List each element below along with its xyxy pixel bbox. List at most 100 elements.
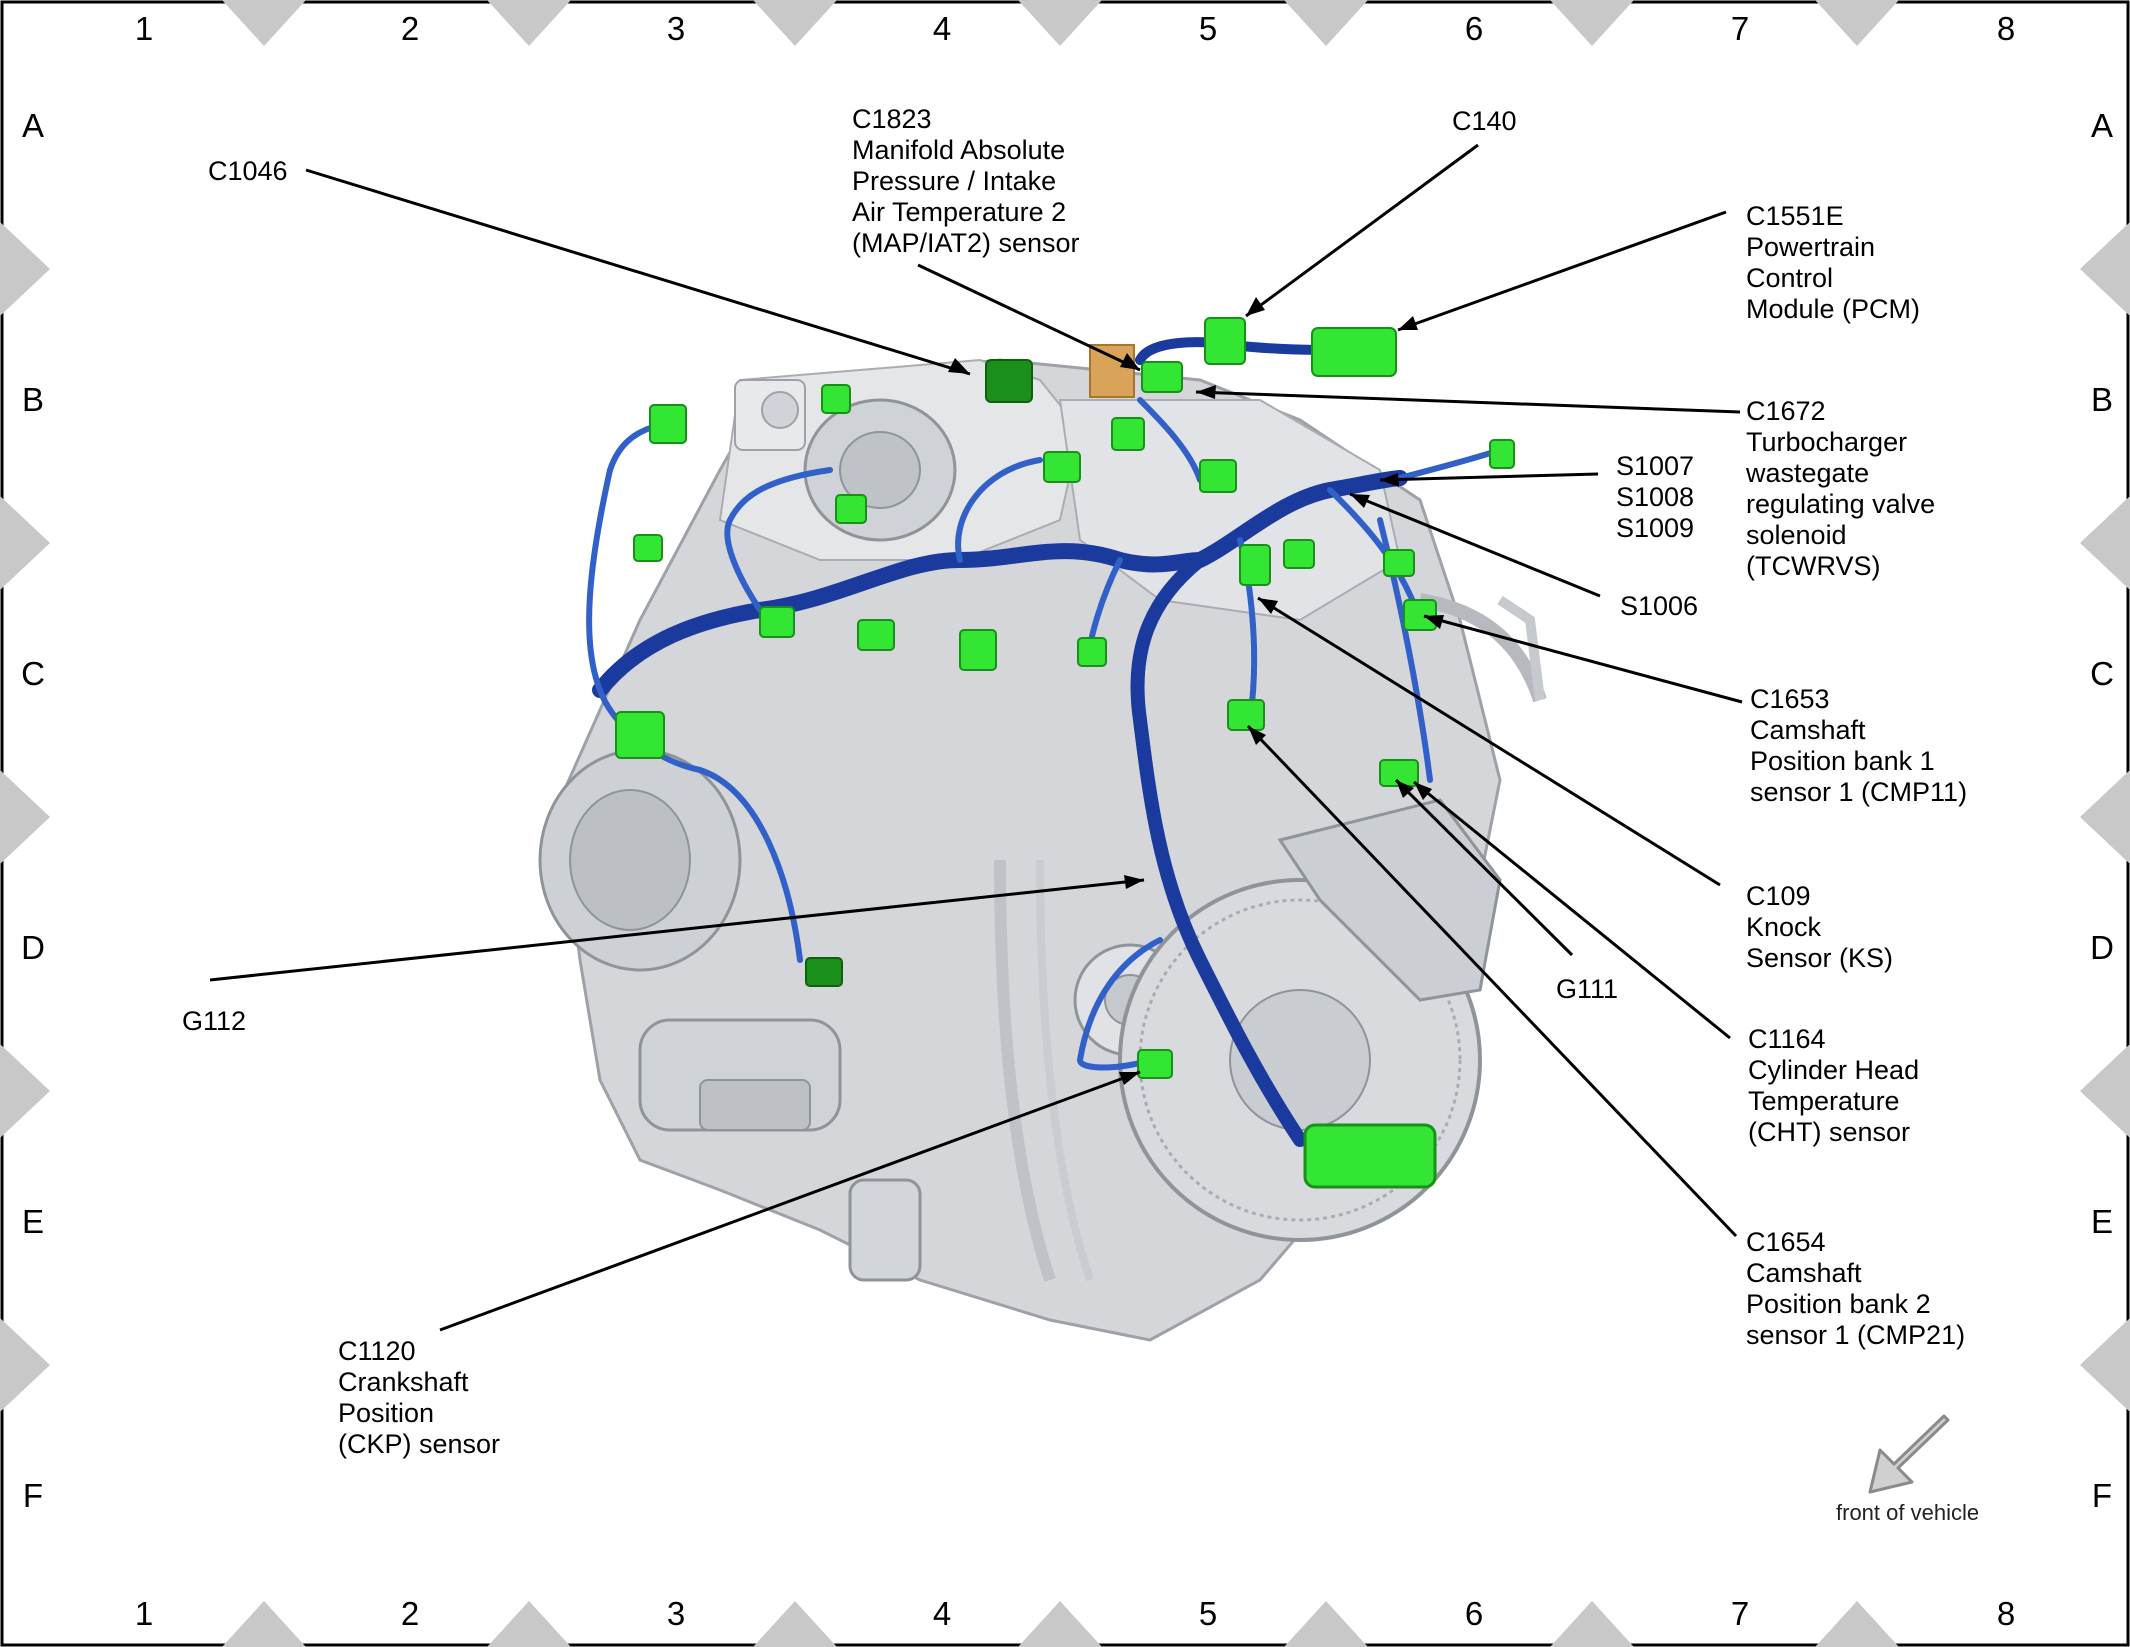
front-arrow-icon <box>1868 1414 1950 1494</box>
leader-c1653 <box>1423 614 1743 704</box>
connector-c1120 <box>1137 1049 1173 1079</box>
connector-transmission <box>1303 1123 1437 1189</box>
front-of-vehicle-label: front of vehicle <box>1836 1500 1979 1525</box>
row-label-right-a: A <box>2091 107 2113 144</box>
callout-c1551e: C1551E Powertrain Control Module (PCM) <box>1746 201 1920 324</box>
row-label-left-a: A <box>22 107 44 144</box>
leader-s1006 <box>1349 492 1601 598</box>
callout-c1823: C1823 Manifold Absolute Pressure / Intak… <box>852 104 1080 258</box>
callout-g111: G111 <box>1556 974 1618 1004</box>
row-label-right-d: D <box>2090 929 2114 966</box>
harness-thin-left-upper <box>586 422 663 693</box>
harness-branch-down <box>1130 553 1307 1147</box>
harness-thin-center-left <box>724 467 833 613</box>
coolant-pipe-right <box>1418 593 1547 703</box>
harness-thin-center <box>955 457 1043 563</box>
harness-main-trunk <box>592 470 1408 698</box>
row-label-left-f: F <box>23 1477 43 1514</box>
right-row-labels: A B C D E F <box>2090 107 2114 1514</box>
connector-c1823 <box>1141 361 1183 393</box>
oil-dipstick-tube <box>994 859 1056 1282</box>
callout-g112: G112 <box>182 1006 246 1036</box>
leader-g111 <box>1394 778 1574 957</box>
callout-c140: C140 <box>1452 106 1517 136</box>
connector-center-right <box>1199 459 1237 493</box>
callout-c1672: C1672 Turbocharger wastegate regulating … <box>1745 396 1943 581</box>
leader-c140 <box>1245 143 1479 318</box>
harness-thin-tcwrvs <box>1137 397 1203 483</box>
callout-c109: C109 Knock Sensor (KS) <box>1746 881 1893 973</box>
leader-lines <box>209 143 1743 1332</box>
connector-left-cyl <box>835 494 867 524</box>
callout-c1120: C1120 Crankshaft Position (CKP) sensor <box>338 1336 500 1459</box>
connector-injector-1 <box>759 606 795 638</box>
callout-s1006: S1006 <box>1620 591 1698 621</box>
connector-far-right <box>1489 439 1515 469</box>
callout-c1653: C1653 Camshaft Position bank 1 sensor 1 … <box>1750 684 1967 807</box>
connector-left-mid <box>633 534 663 562</box>
leader-c1120 <box>439 1070 1141 1332</box>
col-label-top-1: 1 <box>135 10 153 47</box>
leader-g112 <box>209 878 1145 982</box>
col-label-top-7: 7 <box>1731 10 1749 47</box>
col-label-bottom-6: 6 <box>1465 1595 1483 1632</box>
col-label-top-6: 6 <box>1465 10 1483 47</box>
col-label-top-4: 4 <box>933 10 951 47</box>
connector-c1653 <box>1403 599 1437 631</box>
alternator-inner <box>569 789 691 931</box>
col-label-bottom-2: 2 <box>401 1595 419 1632</box>
bottom-column-labels: 1 2 3 4 5 6 7 8 <box>135 1595 2015 1632</box>
col-label-top-2: 2 <box>401 10 419 47</box>
row-label-left-b: B <box>22 381 44 418</box>
connector-c1672 <box>1111 417 1145 451</box>
coolant-pipe-lower <box>1036 859 1094 1282</box>
leader-c109 <box>1257 596 1721 887</box>
col-label-bottom-3: 3 <box>667 1595 685 1632</box>
connector-c1046 <box>985 359 1033 403</box>
harness-thin-right-upper <box>1397 447 1503 481</box>
leader-c1654 <box>1246 724 1738 1238</box>
row-label-right-b: B <box>2091 381 2113 418</box>
left-row-labels: A B C D E F <box>21 107 45 1514</box>
connector-bank2-coil <box>1283 539 1315 569</box>
row-label-left-d: D <box>21 929 45 966</box>
connector-bank1-coil <box>1383 549 1415 577</box>
intake-plenum-inner <box>839 431 921 509</box>
connector-c140 <box>1204 317 1246 365</box>
row-label-left-e: E <box>22 1203 44 1240</box>
throttle-port <box>761 391 799 429</box>
callout-c1164: C1164 Cylinder Head Temperature (CHT) se… <box>1748 1024 1927 1147</box>
leader-c1164 <box>1413 780 1731 1040</box>
left-grid-markers <box>0 222 50 1412</box>
connector-alternator <box>615 711 665 759</box>
connector-c109 <box>1239 544 1271 586</box>
connector-injector-2 <box>857 619 895 651</box>
callout-labels: C1046 C1823 Manifold Absolute Pressure /… <box>182 104 1967 1459</box>
front-of-vehicle-indicator: front of vehicle <box>1836 1414 1979 1525</box>
right-grid-markers <box>2080 222 2130 1412</box>
col-label-bottom-1: 1 <box>135 1595 153 1632</box>
connector-center-top <box>1043 451 1081 483</box>
connector-injector-3 <box>959 629 997 671</box>
fuel-rail-right <box>1497 595 1545 701</box>
col-label-bottom-7: 7 <box>1731 1595 1749 1632</box>
connector-starter <box>805 957 843 987</box>
bottom-grid-markers <box>222 1601 1899 1647</box>
oil-filter <box>848 1178 922 1282</box>
callout-c1046: C1046 <box>208 156 288 186</box>
connector-left-upper <box>649 404 687 444</box>
starter-solenoid <box>699 1079 811 1131</box>
leader-c1551e <box>1397 210 1727 332</box>
col-label-top-3: 3 <box>667 10 685 47</box>
engine-illustration <box>538 344 1547 1342</box>
connectors <box>615 317 1515 1189</box>
row-label-right-c: C <box>2090 655 2114 692</box>
top-column-labels: 1 2 3 4 5 6 7 8 <box>135 10 2015 47</box>
col-label-bottom-4: 4 <box>933 1595 951 1632</box>
row-label-left-c: C <box>21 655 45 692</box>
col-label-top-8: 8 <box>1997 10 2015 47</box>
connector-c1654 <box>1227 699 1265 731</box>
leader-c1823 <box>917 263 1141 372</box>
